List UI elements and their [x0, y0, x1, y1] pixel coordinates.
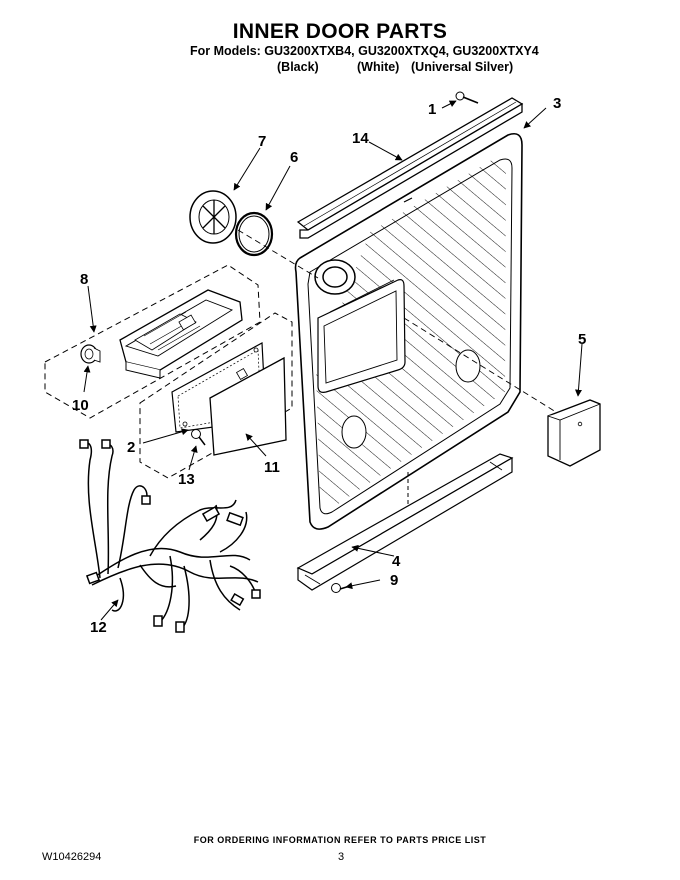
vent-gasket — [234, 211, 274, 257]
ordering-note: FOR ORDERING INFORMATION REFER TO PARTS … — [193, 835, 487, 845]
color-label-black: (Black) — [277, 60, 319, 74]
screw-1 — [455, 91, 479, 104]
callout-1: 1 — [428, 101, 436, 118]
callout-13: 13 — [178, 471, 195, 488]
bottom-strip — [296, 453, 514, 591]
callout-5: 5 — [578, 331, 586, 348]
callout-9: 9 — [390, 572, 398, 589]
leader-lines — [83, 100, 583, 621]
callout-14: 14 — [352, 130, 369, 147]
control-module — [119, 289, 243, 379]
control-board-group-outline — [139, 312, 293, 479]
screw-9 — [331, 583, 351, 593]
page-title: INNER DOOR PARTS — [232, 20, 448, 43]
top-vent-strip — [296, 97, 524, 239]
inner-door-panel — [294, 132, 523, 530]
callout-8: 8 — [80, 271, 88, 288]
callout-11: 11 — [264, 459, 280, 476]
callout-3: 3 — [553, 95, 561, 112]
callout-12: 12 — [90, 619, 107, 636]
vent-assembly — [189, 190, 237, 244]
screw-13 — [191, 429, 206, 446]
model-list: For Models: GU3200XTXB4, GU3200XTXQ4, GU… — [190, 44, 539, 58]
callout-10: 10 — [72, 397, 89, 414]
side-bracket — [547, 399, 601, 467]
callout-7: 7 — [258, 133, 266, 150]
wire-harness — [79, 439, 261, 633]
color-label-white: (White) — [357, 60, 400, 74]
page-number: 3 — [338, 851, 345, 863]
control-assembly-group-outline — [44, 264, 261, 419]
callout-2: 2 — [127, 439, 135, 456]
callout-4: 4 — [392, 553, 401, 570]
vent-alignment-line — [237, 229, 319, 279]
document-number: W10426294 — [42, 851, 102, 863]
knob — [80, 344, 101, 364]
color-label-silver: (Universal Silver) — [411, 60, 514, 74]
callout-6: 6 — [290, 149, 298, 166]
control-board-shield — [209, 356, 287, 456]
